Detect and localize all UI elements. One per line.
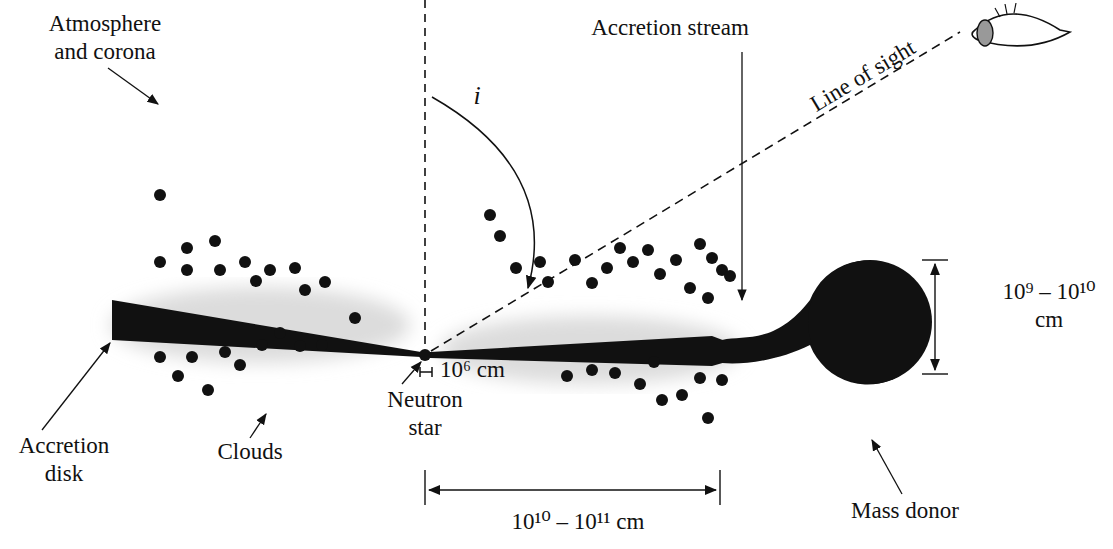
- dimension-label: 10⁶ cm: [440, 356, 550, 384]
- part-label: Accretion disk: [4, 432, 124, 487]
- eye-icon: [972, 3, 1070, 46]
- angle-label: i: [462, 80, 492, 111]
- dimension-label: 10⁹ – 10¹⁰ cm: [990, 278, 1108, 333]
- part-label: Accretion stream: [560, 14, 780, 42]
- dimension-label: 10¹⁰ – 10¹¹ cm: [478, 508, 678, 536]
- part-label: Neutron star: [370, 386, 480, 441]
- part-label: Atmosphere and corona: [30, 10, 180, 65]
- part-label: Mass donor: [820, 497, 990, 525]
- axis-label: Line of sight: [774, 15, 951, 137]
- part-label: Clouds: [200, 438, 300, 466]
